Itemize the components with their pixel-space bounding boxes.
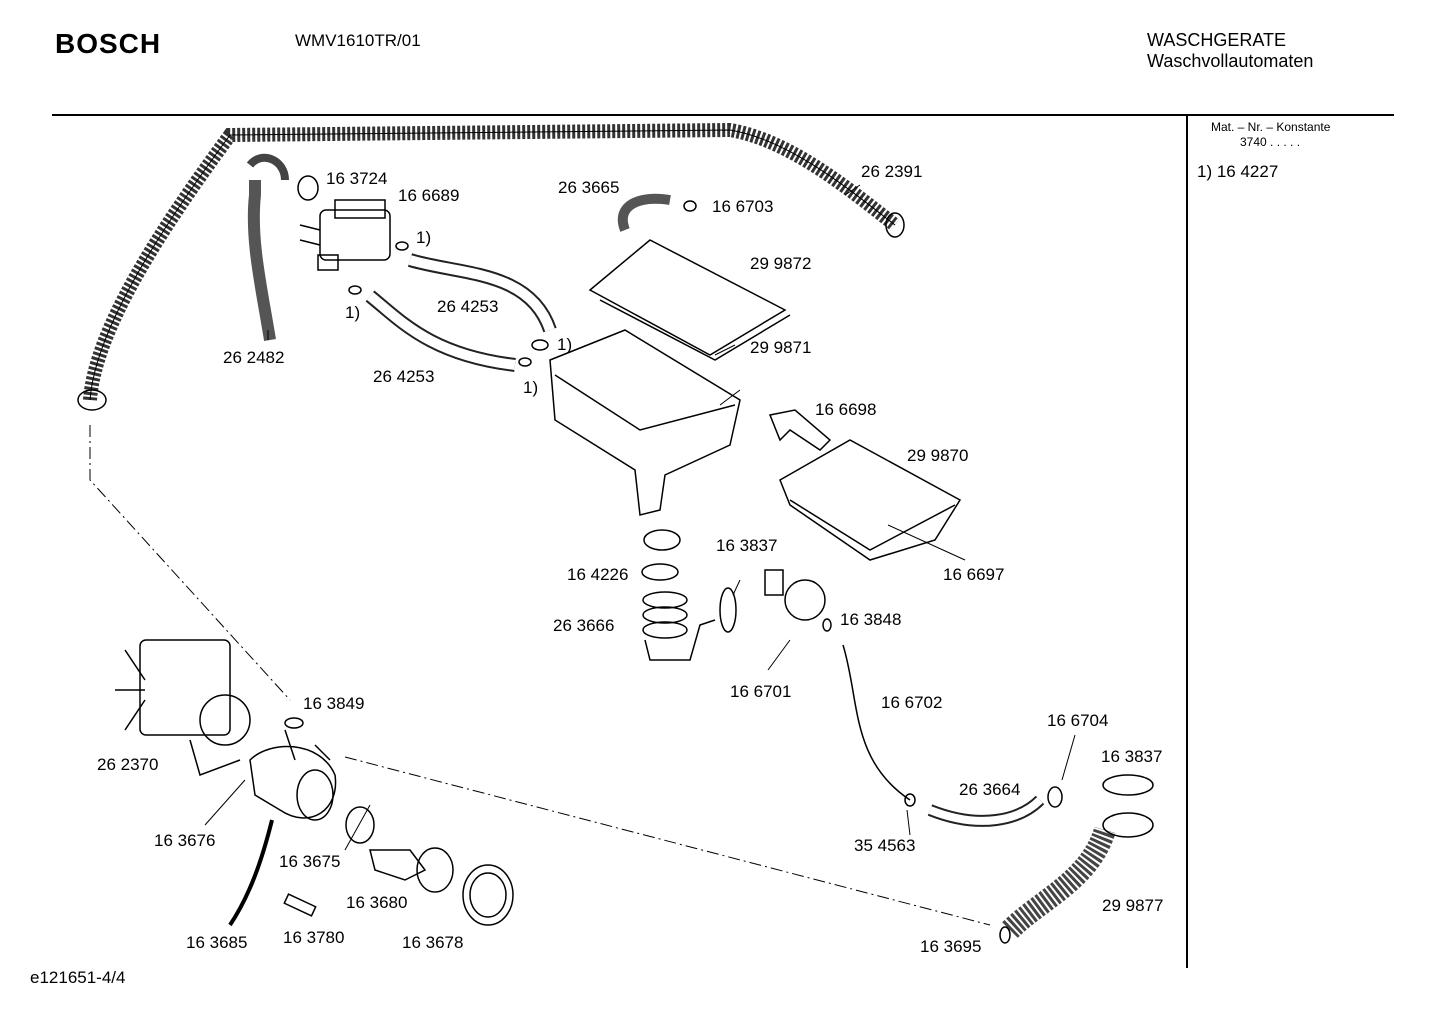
part-label-26-2482: 26 2482 (223, 348, 284, 367)
part-label-16-3678: 16 3678 (402, 933, 463, 952)
part-label-16-6704: 16 6704 (1047, 711, 1108, 730)
ring-16-3675 (345, 806, 375, 844)
footnote-marker: 1) (523, 378, 538, 397)
footnote-marker: 1) (345, 303, 360, 322)
part-label-16-3680: 16 3680 (346, 893, 407, 912)
part-label-16-3780: 16 3780 (283, 928, 344, 947)
part-label-26-3666: 26 3666 (553, 616, 614, 635)
part-label-16-3676: 16 3676 (154, 831, 215, 850)
corrugated-hose-drawing (1002, 826, 1116, 938)
part-label-26-4253: 26 4253 (437, 297, 498, 316)
hose-26-3665 (617, 193, 671, 232)
model-number: WMV1610TR/01 (295, 31, 421, 50)
part-label-26-2370: 26 2370 (97, 755, 158, 774)
part-label-16-6698: 16 6698 (815, 400, 876, 419)
part-label-16-3695: 16 3695 (920, 937, 981, 956)
document-id: e121651-4/4 (30, 968, 126, 987)
part-label-26-3664: 26 3664 (959, 780, 1020, 799)
footnote-note: 1) 16 4227 (1197, 162, 1279, 181)
small-part-16-3780 (283, 893, 317, 917)
part-label-16-3724: 16 3724 (326, 169, 387, 188)
lever-drawing (768, 409, 832, 451)
dispenser-housing-drawing (549, 329, 741, 516)
part-label-16-3685: 16 3685 (186, 933, 247, 952)
part-label-16-3837: 16 3837 (716, 536, 777, 555)
sidebar-divider (1186, 116, 1188, 968)
part-label-16-3837: 16 3837 (1101, 747, 1162, 766)
part-label-16-4226: 16 4226 (567, 565, 628, 584)
category-title: WASCHGERATE (1147, 30, 1287, 50)
part-label-16-6697: 16 6697 (943, 565, 1004, 584)
exploded-parts-diagram: 16 3724 16 6689 26 3665 16 6703 26 2391 29 98… (77, 122, 1163, 956)
fill-hose-drawing (247, 180, 276, 341)
part-label-26-2391: 26 2391 (861, 162, 922, 181)
part-label-16-3849: 16 3849 (303, 694, 364, 713)
part-label-26-3665: 26 3665 (558, 178, 619, 197)
pump-housing-drawing (249, 745, 337, 819)
cable-drawing (228, 819, 274, 927)
footnote-marker: 1) (557, 335, 572, 354)
part-label-29-9877: 29 9877 (1102, 896, 1163, 915)
part-label-16-6702: 16 6702 (881, 693, 942, 712)
ring-16-4226 (643, 529, 681, 551)
header-divider (52, 114, 1394, 116)
pressure-tube-drawing (842, 644, 911, 801)
drain-pump-drawing (115, 639, 251, 776)
part-label-29-9871: 29 9871 (750, 338, 811, 357)
bellows-drawing (642, 591, 716, 661)
part-label-16-6703: 16 6703 (712, 197, 773, 216)
part-label-16-3848: 16 3848 (840, 610, 901, 629)
part-label-16-3675: 16 3675 (279, 852, 340, 871)
pressure-switch-drawing (784, 579, 826, 621)
part-label-29-9870: 29 9870 (907, 446, 968, 465)
filter-drawing (369, 849, 427, 881)
subcategory-title: Waschvollautomaten (1147, 51, 1314, 71)
part-label-16-6701: 16 6701 (730, 682, 791, 701)
part-label-29-9872: 29 9872 (750, 254, 811, 273)
mat-value: 3740 . . . . . (1240, 135, 1301, 149)
mat-header: Mat. – Nr. – Konstante (1211, 120, 1331, 134)
filter-cap-drawing (462, 864, 514, 926)
brand-logo: BOSCH (55, 28, 162, 59)
dispenser-cover-drawing (588, 239, 787, 356)
inlet-valve-drawing (299, 199, 391, 271)
part-label-26-4253: 26 4253 (373, 367, 434, 386)
detergent-drawer-drawing (779, 439, 962, 561)
part-label-16-6689: 16 6689 (398, 186, 459, 205)
hose-end-fitting (77, 389, 107, 411)
part-label-35-4563: 35 4563 (854, 836, 915, 855)
footnote-marker: 1) (416, 228, 431, 247)
